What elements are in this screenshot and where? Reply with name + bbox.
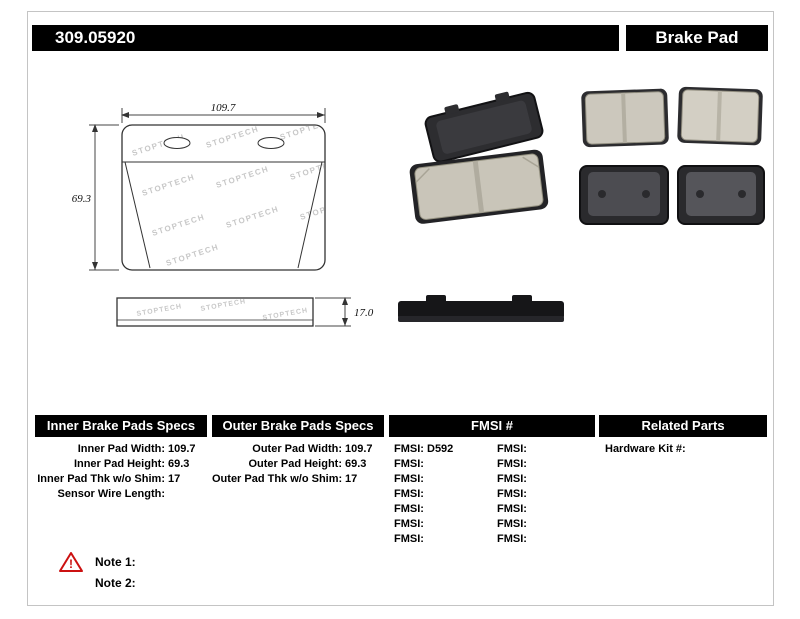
outer-specs-header: Outer Brake Pads Specs xyxy=(212,415,384,437)
fmsi-entry: FMSI: xyxy=(394,458,424,470)
fmsi-entry: FMSI: xyxy=(497,533,527,545)
dim-thickness-lines xyxy=(315,297,351,327)
photo-pads-set xyxy=(579,86,765,225)
inner-specs-header: Inner Brake Pads Specs xyxy=(35,415,207,437)
part-number-bar: 309.05920 xyxy=(32,25,619,51)
fmsi-entry: FMSI: D592 xyxy=(394,443,454,455)
fmsi-entry: FMSI: xyxy=(394,533,424,545)
inner-specs-column: Inner Brake Pads Specs Inner Pad Width:1… xyxy=(35,415,207,502)
fmsi-entry: FMSI: xyxy=(394,518,424,530)
fmsi-entry: FMSI: xyxy=(394,473,424,485)
note-1: Note 1: xyxy=(95,555,136,569)
spec-row: Outer Pad Thk w/o Shim:17 xyxy=(212,472,384,487)
photo-pad-profile xyxy=(398,295,564,322)
fmsi-entry: FMSI: xyxy=(497,488,527,500)
photo-pad-top-right xyxy=(677,86,763,146)
spec-label: Inner Pad Thk w/o Shim: xyxy=(37,473,165,485)
related-parts-header: Related Parts xyxy=(599,415,767,437)
photo-pad-top-left xyxy=(581,88,669,148)
spec-value: 109.7 xyxy=(168,443,196,455)
dim-width-lines xyxy=(121,108,326,123)
spec-value: 69.3 xyxy=(345,458,367,470)
fmsi-entry: FMSI: xyxy=(497,443,527,455)
spec-label: Outer Pad Height: xyxy=(248,458,342,470)
fmsi-entry: FMSI: xyxy=(497,473,527,485)
spec-row: Inner Pad Width:109.7 xyxy=(35,442,207,457)
warning-exclamation: ! xyxy=(69,557,73,571)
spec-row: Sensor Wire Length: xyxy=(35,487,207,502)
photo-pad-bottom-left xyxy=(579,165,669,225)
dim-thickness-label: 17.0 xyxy=(354,307,374,319)
fmsi-entry: FMSI: xyxy=(497,458,527,470)
spec-row: Inner Pad Thk w/o Shim:17 xyxy=(35,472,207,487)
related-part-entry: Hardware Kit #: xyxy=(605,443,686,455)
product-title-bar: Brake Pad xyxy=(626,25,768,51)
photo-pad-front xyxy=(409,149,549,224)
photo-pad-bottom-right xyxy=(677,165,765,225)
dim-width-label: 109.7 xyxy=(211,102,236,114)
spec-value: 17 xyxy=(168,473,181,485)
mount-slot-left xyxy=(163,137,191,149)
spec-label: Inner Pad Width: xyxy=(77,443,165,455)
mount-slot-right xyxy=(257,137,285,149)
fmsi-right-column: FMSI: FMSI: FMSI: FMSI: FMSI: FMSI: FMSI… xyxy=(492,442,595,547)
spec-row: Outer Pad Height:69.3 xyxy=(212,457,384,472)
fmsi-column: FMSI # FMSI: D592 FMSI: FMSI: FMSI: FMSI… xyxy=(389,415,595,547)
spec-label: Outer Pad Width: xyxy=(252,443,342,455)
spec-value: 17 xyxy=(345,473,358,485)
spec-row: Outer Pad Width:109.7 xyxy=(212,442,384,457)
fmsi-entry: FMSI: xyxy=(394,503,424,515)
dim-height-lines xyxy=(89,124,119,271)
photo-pad-back xyxy=(424,91,544,163)
spec-label: Inner Pad Height: xyxy=(73,458,165,470)
pad-front-view: STOPTECH STOPTECH STOPTECH STOPTECH STOP… xyxy=(121,124,326,271)
spec-label: Outer Pad Thk w/o Shim: xyxy=(212,473,343,485)
product-title: Brake Pad xyxy=(655,28,739,47)
outer-specs-column: Outer Brake Pads Specs Outer Pad Width:1… xyxy=(212,415,384,487)
related-parts-column: Related Parts Hardware Kit #: xyxy=(599,415,767,457)
fmsi-entry: FMSI: xyxy=(497,518,527,530)
note-2: Note 2: xyxy=(95,576,136,590)
part-number: 309.05920 xyxy=(55,28,136,47)
fmsi-entry: FMSI: xyxy=(497,503,527,515)
fmsi-entry: FMSI: xyxy=(394,488,424,500)
dim-height-label: 69.3 xyxy=(72,193,92,205)
pad-side-view: STOPTECH STOPTECH STOPTECH xyxy=(116,297,314,327)
warning-icon: ! xyxy=(59,552,83,572)
fmsi-left-column: FMSI: D592 FMSI: FMSI: FMSI: FMSI: FMSI:… xyxy=(389,442,492,547)
fmsi-header: FMSI # xyxy=(389,415,595,437)
technical-drawing: STOPTECH STOPTECH STOPTECH STOPTECH STOP… xyxy=(72,102,374,327)
photo-pads-front-pair xyxy=(409,91,549,224)
spec-value: 69.3 xyxy=(168,458,190,470)
page-border xyxy=(27,11,774,606)
spec-value: 109.7 xyxy=(345,443,373,455)
spec-row: Inner Pad Height:69.3 xyxy=(35,457,207,472)
spec-label: Sensor Wire Length: xyxy=(57,488,165,500)
